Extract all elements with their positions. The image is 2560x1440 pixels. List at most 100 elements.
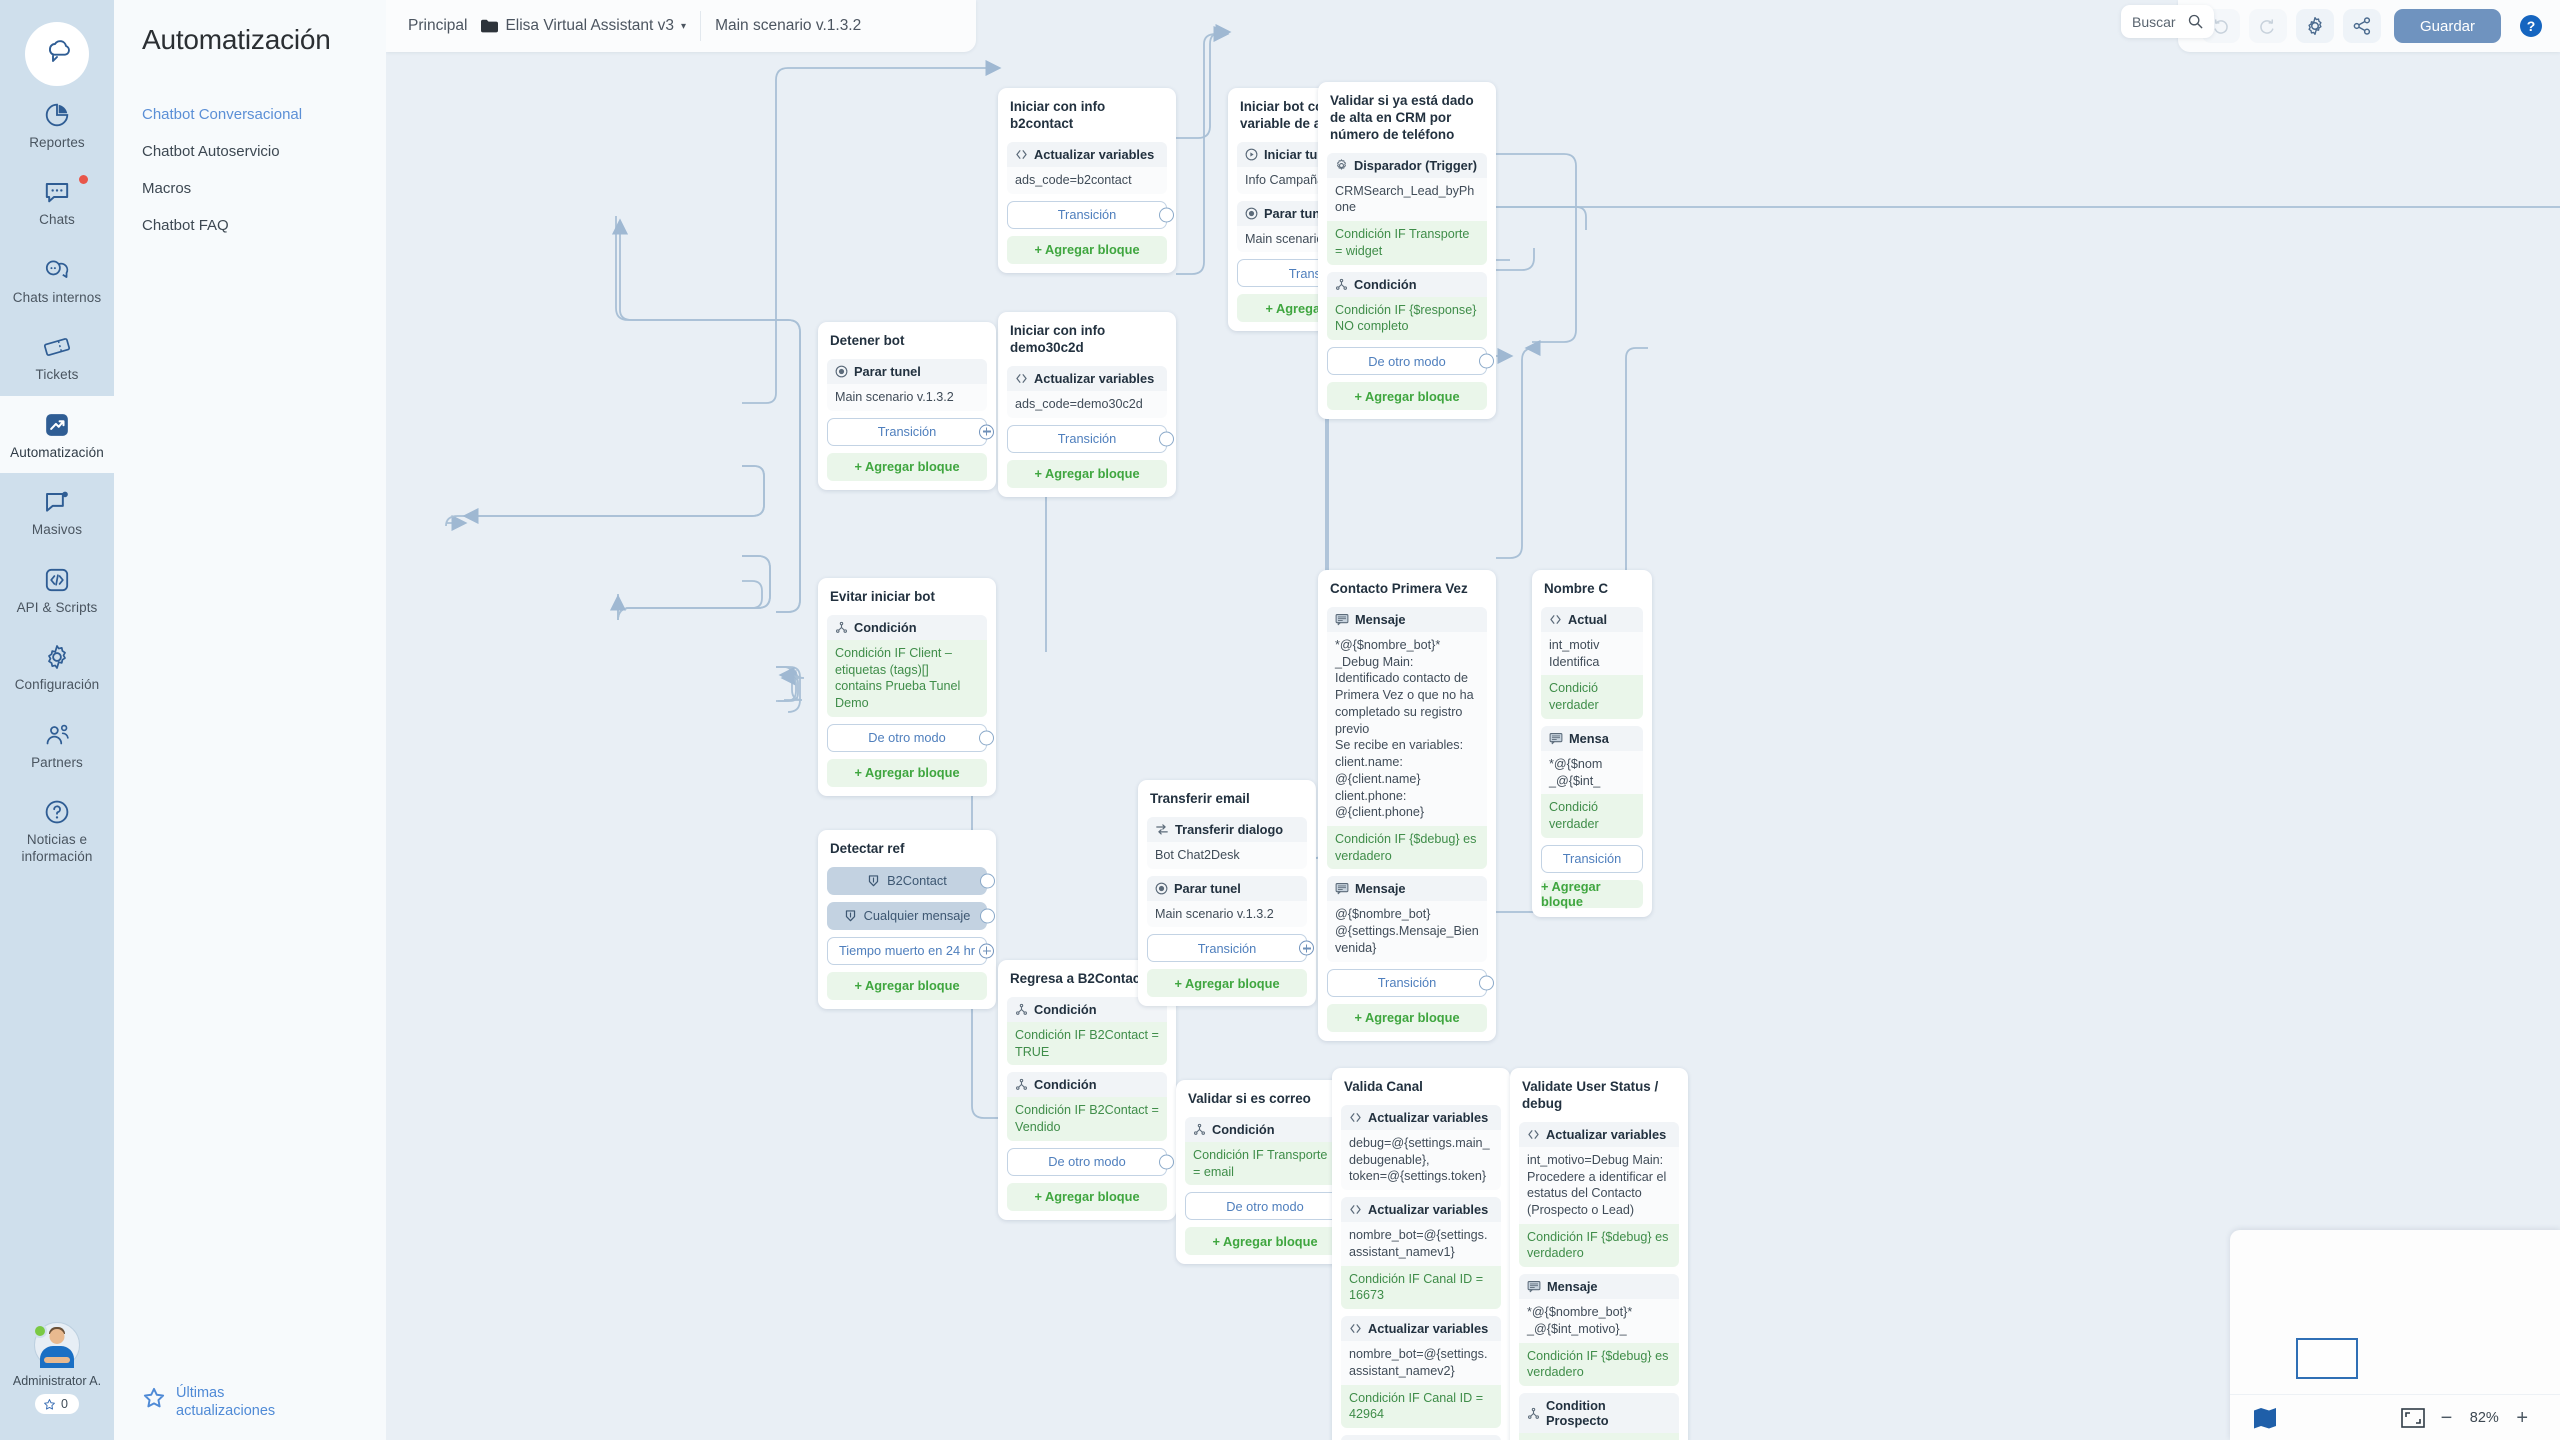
- rail-item-noticias-e-informaci-n[interactable]: Noticias e información: [0, 783, 114, 877]
- node-block[interactable]: Actualizar variables: [1341, 1434, 1501, 1440]
- rail-item-tickets[interactable]: Tickets: [0, 318, 114, 395]
- node-chip[interactable]: B2Contact: [827, 866, 995, 895]
- node-block[interactable]: Condition ProspectoCondición IF (Estatus…: [1519, 1393, 1679, 1440]
- panel-item-chatbot-autoservicio[interactable]: Chatbot Autoservicio: [142, 143, 280, 160]
- breadcrumb-scenario[interactable]: Main scenario v.1.3.2: [715, 17, 862, 34]
- transition-output-port[interactable]: [1159, 1154, 1174, 1170]
- panel-item-chatbot-faq[interactable]: Chatbot FAQ: [142, 217, 229, 234]
- avatar[interactable]: [32, 1322, 80, 1368]
- transition-output-port[interactable]: [1159, 431, 1174, 447]
- node-block[interactable]: Mensaje@{$nombre_bot} @{settings.Mensaje…: [1327, 876, 1487, 962]
- latest-updates-link[interactable]: Últimas actualizaciones: [142, 1384, 296, 1420]
- fit-screen-icon[interactable]: [2400, 1407, 2425, 1428]
- node-transition-button[interactable]: Transición: [1147, 934, 1314, 963]
- add-block-button[interactable]: + Agregar bloque: [1007, 459, 1167, 488]
- rail-item-configuraci-n[interactable]: Configuración: [0, 628, 114, 705]
- transition-output-port[interactable]: [1159, 207, 1174, 223]
- node-transition-button[interactable]: Transición: [827, 417, 994, 446]
- rail-item-masivos[interactable]: Masivos: [0, 473, 114, 550]
- redo-button[interactable]: [2248, 9, 2287, 43]
- panel-item-macros[interactable]: Macros: [142, 180, 192, 197]
- transition-output-port[interactable]: [979, 730, 994, 746]
- node-otherwise-button[interactable]: De otro modo: [827, 723, 994, 752]
- add-block-button[interactable]: + Agregar bloque: [827, 971, 987, 1000]
- node-block[interactable]: Mensaje*@{$nombre_bot}* _@{$int_motivo}_…: [1519, 1274, 1679, 1387]
- add-block-button[interactable]: + Agregar bloque: [1185, 1227, 1345, 1256]
- app-logo[interactable]: [25, 22, 89, 86]
- node-block[interactable]: Disparador (Trigger)CRMSearch_Lead_byPho…: [1327, 152, 1487, 265]
- search-input[interactable]: Buscar: [2121, 5, 2214, 38]
- save-button[interactable]: Guardar: [2393, 9, 2501, 43]
- zoom-in-button[interactable]: +: [2516, 1406, 2528, 1429]
- node-transition-button[interactable]: Transición: [1327, 968, 1494, 997]
- breadcrumb-project[interactable]: Elisa Virtual Assistant v3 ▾: [481, 17, 686, 35]
- minimap-panel[interactable]: − 82% +: [2230, 1230, 2560, 1440]
- node-transition-button[interactable]: Transición: [1541, 844, 1643, 873]
- node-otherwise-button[interactable]: De otro modo: [1185, 1192, 1352, 1221]
- add-block-button[interactable]: + Agregar bloque: [1007, 1182, 1167, 1211]
- rail-item-automatizaci-n[interactable]: Automatización: [0, 395, 114, 474]
- breadcrumb-root[interactable]: Principal: [408, 17, 468, 34]
- rail-item-chats-internos[interactable]: Chats internos: [0, 241, 114, 318]
- add-block-button[interactable]: + Agregar bloque: [1327, 1003, 1487, 1032]
- transition-output-port[interactable]: [1479, 975, 1494, 991]
- chip-output-port[interactable]: [980, 873, 995, 889]
- add-block-button[interactable]: + Agregar bloque: [827, 452, 987, 481]
- transition-output-port[interactable]: [1479, 353, 1494, 369]
- chip-output-port[interactable]: [980, 908, 995, 924]
- flow-canvas[interactable]: Iniciar Iniciar con info b2contactActual…: [386, 0, 2560, 1440]
- flow-node-validar-alta-crm[interactable]: Validar si ya está dado de alta en CRM p…: [1318, 82, 1496, 420]
- user-profile[interactable]: Administrator A. 0: [13, 1322, 101, 1440]
- add-block-button[interactable]: + Agregar bloque: [1327, 382, 1487, 411]
- node-custom-button[interactable]: Tiempo muerto en 24 hr: [827, 936, 994, 965]
- add-transition-port[interactable]: [979, 943, 994, 959]
- add-transition-port[interactable]: [979, 424, 994, 440]
- share-button[interactable]: [2342, 9, 2381, 43]
- add-block-button[interactable]: + Agregar bloque: [1007, 235, 1167, 264]
- node-block[interactable]: Mensaje*@{$nombre_bot}* _Debug Main: Ide…: [1327, 606, 1487, 870]
- settings-button[interactable]: [2295, 9, 2334, 43]
- rail-item-api-scripts[interactable]: API & Scripts: [0, 551, 114, 628]
- node-block[interactable]: Mensa*@{$nom _@{$int_Condició verdader: [1541, 725, 1643, 838]
- zoom-out-button[interactable]: −: [2440, 1406, 2453, 1429]
- rail-item-partners[interactable]: Partners: [0, 706, 114, 783]
- favorites-badge[interactable]: 0: [35, 1394, 79, 1414]
- add-transition-port[interactable]: [1299, 940, 1314, 956]
- add-block-button[interactable]: + Agregar bloque: [827, 758, 987, 787]
- node-chip[interactable]: Cualquier mensaje: [827, 901, 995, 930]
- add-block-button[interactable]: + Agregar bloque: [1147, 969, 1307, 998]
- node-otherwise-button[interactable]: De otro modo: [1007, 1147, 1174, 1176]
- map-icon[interactable]: [2252, 1406, 2278, 1430]
- node-otherwise-button[interactable]: De otro modo: [1327, 347, 1494, 376]
- help-button[interactable]: ?: [2520, 15, 2542, 37]
- node-transition-button[interactable]: Transición: [1007, 200, 1174, 229]
- rail-item-reportes[interactable]: Reportes: [0, 86, 114, 163]
